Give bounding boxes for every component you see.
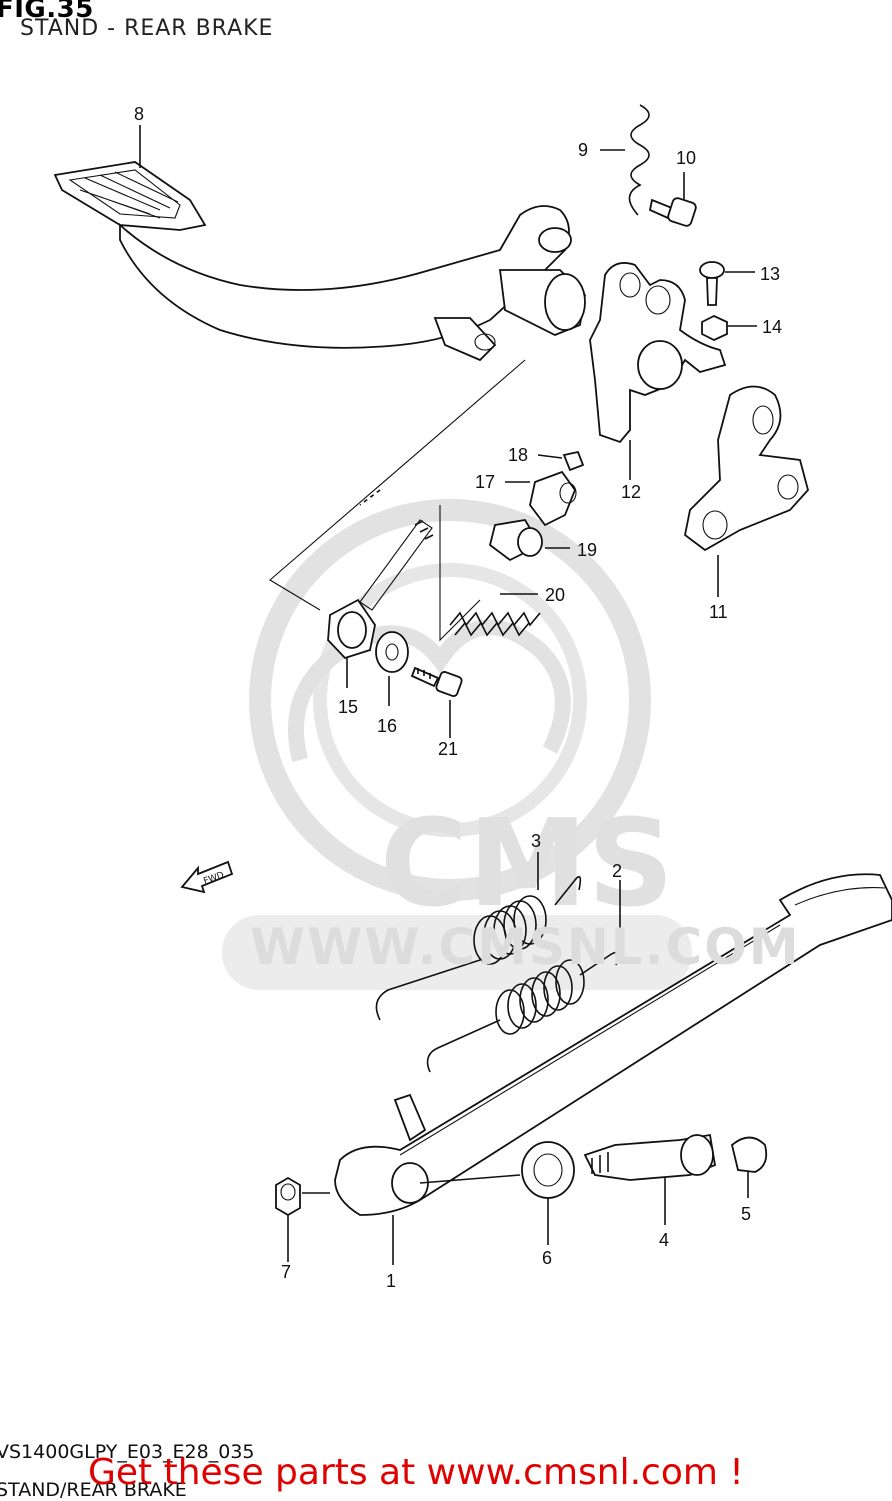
part-clip-18 — [537, 450, 585, 472]
part-pivot-bolt-4 — [583, 1133, 717, 1225]
part-screw-13 — [699, 261, 755, 306]
part-stand-spring-2 — [426, 880, 621, 1073]
callout-2: 2 — [612, 861, 622, 881]
model-code: VS1400GLPY_E03_E28_035 — [0, 1441, 255, 1463]
callout-20: 20 — [545, 585, 565, 605]
part-rod-end-15 — [327, 598, 376, 688]
watermark-logo: CMS — [380, 795, 674, 934]
callout-19: 19 — [577, 540, 597, 560]
part-side-stand-1 — [334, 873, 892, 1265]
part-stand-spring-3 — [375, 852, 582, 1021]
callout-16: 16 — [377, 716, 397, 736]
part-washer-16 — [375, 631, 409, 706]
figure-subtitle: STAND - REAR BRAKE — [20, 16, 274, 41]
part-collar-19 — [488, 519, 570, 562]
part-bracket-11 — [684, 385, 809, 597]
callout-15: 15 — [338, 697, 358, 717]
model-name: STAND/REAR BRAKE — [0, 1479, 187, 1501]
callout-9: 9 — [578, 140, 588, 160]
part-brake-pedal — [53, 125, 586, 362]
callout-1: 1 — [386, 1271, 396, 1291]
callout-11: 11 — [709, 602, 728, 622]
part-joint-17 — [505, 470, 577, 527]
part-washer-6 — [521, 1141, 575, 1245]
callout-8: 8 — [134, 104, 144, 124]
callout-18: 18 — [508, 445, 528, 465]
fwd-arrow-icon: FWD — [180, 860, 234, 894]
cta-link[interactable]: Get these parts at www.cmsnl.com ! — [88, 1452, 744, 1493]
callout-10: 10 — [676, 148, 696, 168]
part-nut-14 — [701, 315, 757, 341]
watermark-url: WWW.CMSNL.COM — [250, 918, 801, 976]
figure-title: FIG.35 — [0, 0, 94, 24]
callout-3: 3 — [531, 831, 541, 851]
callout-21: 21 — [438, 739, 458, 759]
callout-17: 17 — [475, 472, 495, 492]
callout-7: 7 — [281, 1262, 291, 1282]
part-return-spring — [600, 104, 650, 216]
part-brake-rod — [269, 359, 526, 642]
part-cap-5 — [730, 1136, 768, 1198]
part-nut-7 — [275, 1176, 330, 1262]
part-spring-20 — [449, 593, 541, 637]
part-bolt-21 — [410, 666, 463, 738]
part-rod-lever — [589, 262, 727, 480]
callout-5: 5 — [741, 1204, 751, 1224]
callout-6: 6 — [542, 1248, 552, 1268]
cmsnl-watermark: CMS — [222, 499, 692, 990]
callout-4: 4 — [659, 1230, 669, 1250]
callout-13: 13 — [760, 264, 780, 284]
callout-12: 12 — [621, 482, 641, 502]
part-bolt-10 — [648, 172, 697, 227]
callout-14: 14 — [762, 317, 782, 337]
